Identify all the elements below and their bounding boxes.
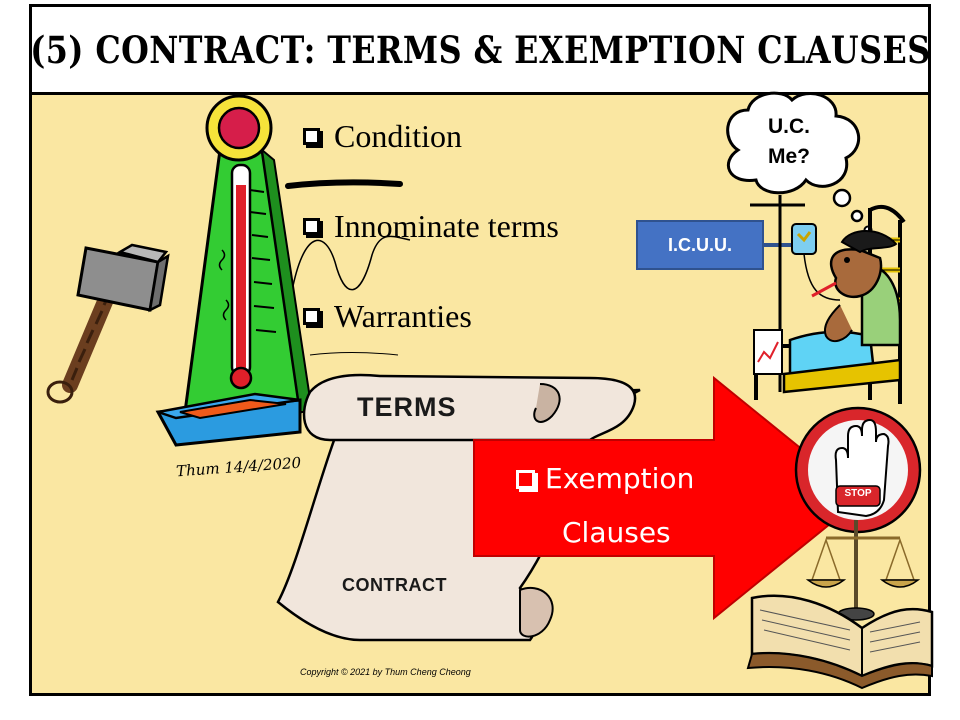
bubble-line-2: Me? xyxy=(768,145,810,168)
icuu-label: I.C.U.U. xyxy=(667,234,732,255)
checkbox-icon xyxy=(516,469,535,489)
exemption-arrow xyxy=(473,375,864,621)
title-bar: (5) CONTRACT: TERMS & EXEMPTION CLAUSES xyxy=(29,7,931,95)
thought-bubble xyxy=(726,91,873,235)
checkbox-icon xyxy=(303,218,320,235)
patient-in-bed-icon xyxy=(750,195,906,404)
checkbox-icon xyxy=(303,128,320,145)
checkbox-icon xyxy=(303,308,320,325)
term-label: Innominate terms xyxy=(334,208,559,244)
thought-bubble-text: U.C. Me? xyxy=(745,112,833,172)
bubble-line-1: U.C. xyxy=(768,115,810,138)
exemption-clauses-text: Exemption Clauses xyxy=(516,452,736,560)
strength-meter-icon xyxy=(155,94,314,447)
scales-of-justice-icon xyxy=(805,520,921,621)
stop-sign-text: STOP xyxy=(844,488,872,499)
arrow-line-2: Clauses xyxy=(562,516,671,549)
open-book-icon xyxy=(746,594,934,690)
copyright-notice: Copyright © 2021 by Thum Cheng Cheong xyxy=(300,667,471,677)
scroll-contract-label: CONTRACT xyxy=(342,575,447,595)
slide-title: (5) CONTRACT: TERMS & EXEMPTION CLAUSES xyxy=(29,27,931,72)
term-condition: Condition xyxy=(303,118,462,155)
term-warranties: Warranties xyxy=(303,298,472,335)
arrow-line-1: Exemption xyxy=(545,462,695,495)
icuu-label-box: I.C.U.U. xyxy=(636,220,764,270)
term-innominate: Innominate terms xyxy=(303,208,559,245)
scroll-terms-label: TERMS xyxy=(357,392,457,422)
term-label: Condition xyxy=(334,118,463,154)
hammer-icon xyxy=(46,243,170,404)
term-label: Warranties xyxy=(334,298,472,334)
stop-hand-icon xyxy=(794,406,922,534)
